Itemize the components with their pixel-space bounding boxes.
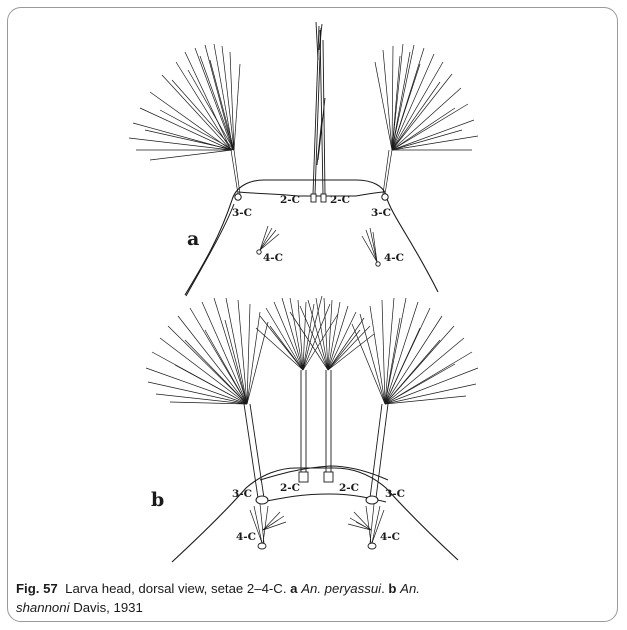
panel-b-2c-right-label: 2-C [339,482,359,494]
panel-a-2c-left-label: 2-C [280,194,300,206]
panel-a-seta-3c-right [375,44,478,200]
figure-number: Fig. 57 [16,581,58,596]
panel-a-inner-line [186,204,234,296]
panel-b-head-outline [172,468,458,562]
panel-b-seta-4c-right [348,504,384,549]
panel-b-4c-right-label: 4-C [380,531,400,543]
caption-part-a-label: a [290,581,297,596]
panel-b-3c-right-label: 3-C [385,488,405,500]
panel-a-3c-right-label: 3-C [371,207,391,219]
caption-text: Larva head, dorsal view, setae 2–4-C. [65,581,286,596]
panel-b-seta-2c-right-fan [290,298,374,370]
panel-a-seta-4c-right [362,228,380,266]
panel-a-seta-3c-left [129,44,241,200]
panel-b-2c-left-label: 2-C [280,482,300,494]
panel-b-4c-left-label: 4-C [236,531,256,543]
panel-a-4c-left-label: 4-C [263,252,283,264]
panel-a-seta-4c-left [257,226,279,254]
panel-b-seta-3c-left [146,298,268,504]
caption-part-b-species: An. [400,581,420,596]
panel-b-seta-2c [299,370,333,482]
panel-a-label: a [187,228,199,250]
panel-a [129,22,478,296]
caption-part-a-species: An. peryassui [301,581,381,596]
panel-a-2c-right-label: 2-C [330,194,350,206]
figure-caption: Fig. 57 Larva head, dorsal view, setae 2… [16,579,611,617]
panel-a-3c-left-label: 3-C [232,207,252,219]
caption-part-b-label: b [388,581,396,596]
panel-b-label: b [151,489,164,511]
panel-b-3c-left-label: 3-C [232,488,252,500]
caption-part-b-author: Davis, 1931 [73,600,143,615]
panel-b [146,296,478,562]
panel-a-seta-2c [311,22,326,202]
panel-a-4c-right-label: 4-C [384,252,404,264]
caption-part-b-species-line2: shannoni [16,600,70,615]
